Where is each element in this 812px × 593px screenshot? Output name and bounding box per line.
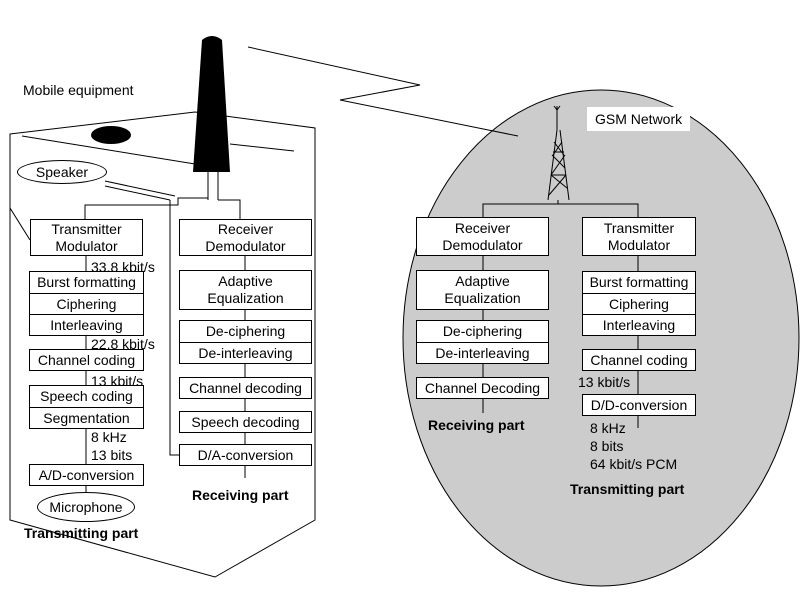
phone-top-line — [229, 143, 295, 152]
stack-item: Interleaving — [30, 314, 143, 335]
tx-line: Modulator — [55, 237, 118, 254]
eq-line: Equalization — [444, 290, 521, 306]
frequency-label: 8 kHz — [91, 429, 127, 445]
gsm-network-title: GSM Network — [587, 107, 691, 131]
stack-item: De-ciphering — [205, 323, 286, 339]
network-dd-conversion-box: D/D-conversion — [582, 394, 696, 416]
phone-top-line — [21, 135, 196, 165]
mobile-ad-conversion-box: A/D-conversion — [29, 464, 144, 486]
mobile-da-conversion-box: D/A-conversion — [179, 444, 312, 466]
frequency-label: 8 kHz — [590, 420, 626, 436]
stack-item: Ciphering — [583, 293, 695, 314]
gsm-network-ellipse — [402, 89, 800, 587]
mobile-transmitting-part-label: Transmitting part — [24, 525, 139, 541]
network-channel-decoding-box: Channel Decoding — [416, 377, 549, 399]
network-receiving-part-label: Receiving part — [428, 417, 525, 433]
stack-item: De-interleaving — [180, 342, 311, 363]
rx-line: Receiver — [454, 219, 511, 236]
mobile-receiving-part-label: Receiving part — [192, 487, 289, 503]
pcm-rate-label: 64 kbit/s PCM — [590, 456, 678, 472]
stack-item: Interleaving — [583, 314, 695, 335]
eq-line: Adaptive — [455, 273, 510, 289]
speaker-oval: Speaker — [17, 160, 107, 184]
stack-item: Burst formatting — [589, 274, 689, 290]
phone-edge-line — [9, 207, 31, 241]
microphone-oval: Microphone — [37, 492, 135, 522]
tx-line: Transmitter — [51, 220, 122, 237]
stack-item: Burst formatting — [37, 274, 136, 290]
tx-line: Transmitter — [603, 219, 675, 236]
bits-label: 8 bits — [590, 438, 624, 454]
mobile-speech-stack: Speech coding Segmentation — [29, 385, 144, 429]
network-connection-lines — [482, 200, 639, 428]
mobile-speech-decoding-box: Speech decoding — [179, 411, 312, 433]
network-burst-stack: Burst formatting Ciphering Interleaving — [582, 271, 696, 336]
mobile-channel-coding-box: Channel coding — [29, 349, 144, 371]
stack-item: Speech coding — [40, 388, 133, 404]
mobile-equipment-title: Mobile equipment — [23, 82, 134, 98]
rate-label: 13 kbit/s — [578, 374, 631, 390]
stack-item: De-ciphering — [442, 323, 523, 339]
network-channel-coding-box: Channel coding — [582, 349, 696, 371]
tx-line: Modulator — [607, 236, 671, 253]
mobile-channel-decoding-box: Channel decoding — [179, 377, 312, 399]
stack-item: De-interleaving — [417, 342, 548, 363]
base-station-tower-icon — [547, 105, 570, 201]
rate-label: 22.8 kbit/s — [91, 336, 155, 352]
antenna-icon — [193, 36, 230, 172]
rx-line: Demodulator — [442, 236, 523, 253]
network-decipher-stack: De-ciphering De-interleaving — [416, 320, 549, 364]
stack-item: Segmentation — [30, 407, 143, 428]
earpiece-icon — [91, 126, 131, 144]
mobile-connection-lines — [84, 172, 246, 492]
rx-line: Demodulator — [205, 237, 286, 254]
mobile-burst-stack: Burst formatting Ciphering Interleaving — [29, 271, 144, 336]
mobile-decipher-stack: De-ciphering De-interleaving — [179, 320, 312, 364]
bits-label: 13 bits — [91, 447, 133, 463]
eq-line: Adaptive — [218, 273, 273, 289]
radio-link-line — [247, 46, 519, 137]
rx-line: Receiver — [217, 220, 274, 237]
network-transmitting-part-label: Transmitting part — [570, 481, 685, 497]
stack-item: Ciphering — [30, 293, 143, 314]
eq-line: Equalization — [207, 290, 284, 306]
